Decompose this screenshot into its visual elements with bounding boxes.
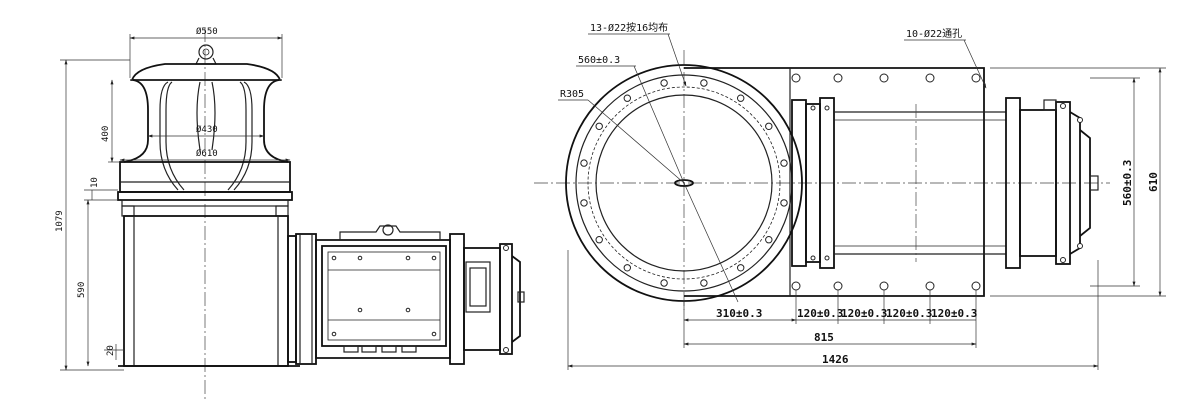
dim-120-4: 120±0.3 (931, 307, 977, 320)
flange-bolt-hole (660, 79, 668, 87)
flange-bolt-hole (780, 159, 788, 167)
dim-d430: Ø430 (196, 124, 218, 135)
note-13-holes: 13-Ø22按16均布 (590, 21, 668, 34)
capstan-drum (117, 44, 293, 217)
flange-bolt-hole (580, 159, 588, 167)
dim-310: 310±0.3 (716, 307, 762, 320)
gear-housing (118, 215, 300, 367)
dim-610-right: 610 (1147, 172, 1160, 192)
round-flange (565, 64, 803, 302)
dim-400: 400 (101, 126, 111, 142)
dim-1079: 1079 (55, 210, 65, 232)
flange-bolt-hole (765, 122, 773, 131)
flange-bolt-hole (700, 79, 708, 87)
flange-bolt-hole (623, 264, 631, 272)
flange-bolt-hole (595, 122, 603, 131)
motor-top-view (791, 97, 1099, 269)
flange-bolt-hole (580, 199, 588, 207)
dim-560-right: 560±0.3 (1121, 160, 1134, 206)
dim-1426: 1426 (822, 353, 849, 366)
flange-bolt-hole (737, 264, 745, 272)
dim-120-1: 120±0.3 (797, 307, 843, 320)
drive-motor (287, 224, 525, 365)
dim-815: 815 (814, 331, 834, 344)
dim-10: 10 (90, 177, 100, 188)
dim-d610: Ø610 (196, 148, 218, 159)
flange-bolt-hole (765, 236, 773, 244)
flange-bolt-hole (700, 279, 708, 287)
flange-bolt-hole (737, 94, 745, 102)
leader-notes: 13-Ø22按16均布 10-Ø22通孔 560±0.3 R305 (558, 21, 987, 303)
note-10-holes: 10-Ø22通孔 (906, 28, 962, 40)
front-dimensions: Ø550 Ø430 Ø610 400 10 590 (55, 26, 291, 371)
top-view: 13-Ø22按16均布 10-Ø22通孔 560±0.3 R305 (534, 21, 1166, 370)
flange-bolt-hole (660, 279, 668, 287)
note-r305: R305 (560, 89, 584, 100)
top-dimensions: 310±0.3 120±0.3 120±0.3 120±0.3 120±0.3 … (567, 67, 1166, 370)
dim-20: 20 (106, 345, 116, 356)
flange-bolt-hole (595, 236, 603, 244)
note-d560-top: 560±0.3 (578, 55, 620, 66)
dim-120-3: 120±0.3 (886, 307, 932, 320)
front-view: Ø550 Ø430 Ø610 400 10 590 (55, 26, 525, 400)
flange-bolt-hole (623, 94, 631, 102)
dim-d550: Ø550 (196, 26, 218, 37)
dim-590: 590 (77, 282, 87, 298)
flange-bolt-hole (780, 199, 788, 207)
dim-120-2: 120±0.3 (841, 307, 887, 320)
